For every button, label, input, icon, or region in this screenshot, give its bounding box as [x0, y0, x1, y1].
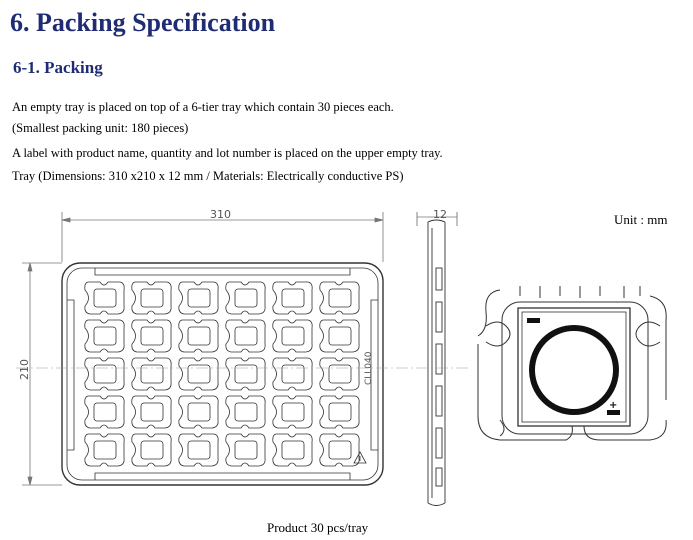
- tray-pocket: [319, 395, 360, 429]
- tray-pocket: [84, 433, 125, 467]
- tray-pocket: [225, 395, 266, 429]
- tray-pocket: [225, 433, 266, 467]
- unit-label: Unit : mm: [614, 212, 668, 227]
- figure-caption: Product 30 pcs/tray: [267, 520, 369, 535]
- tray-pocket-seat: [234, 288, 258, 308]
- tray-pocket: [178, 281, 219, 315]
- tray-pocket: [131, 319, 172, 353]
- tray-pocket: [319, 433, 360, 467]
- tray-pocket-seat: [234, 364, 258, 384]
- minus-pad-icon: [527, 318, 540, 323]
- tray-pocket-seat: [93, 288, 117, 308]
- body-line-1: An empty tray is placed on top of a 6-ti…: [12, 100, 394, 114]
- tray-side-view: [416, 212, 458, 506]
- tray-pocket-seat: [187, 402, 211, 422]
- tray-pocket: [272, 433, 313, 467]
- tray-pocket: [84, 357, 125, 391]
- tray-pocket-seat: [281, 402, 305, 422]
- tray-pocket: [272, 395, 313, 429]
- recycle-icon: [353, 451, 367, 464]
- tray-pocket: [178, 319, 219, 353]
- tray-pocket: [225, 319, 266, 353]
- tray-pocket-seat: [328, 288, 352, 308]
- tray-pocket: [131, 433, 172, 467]
- tray-pocket: [84, 395, 125, 429]
- tray-pocket-seat: [281, 288, 305, 308]
- tray-mark-label: CLL040: [364, 351, 374, 385]
- tray-pocket-seat: [140, 364, 164, 384]
- height-dimension: [22, 262, 62, 486]
- tray-pocket: [272, 357, 313, 391]
- tray-pocket-seat: [281, 364, 305, 384]
- section-subtitle: 6-1. Packing: [13, 58, 103, 77]
- thickness-dim-label: 12: [433, 208, 447, 221]
- width-dim-label: 310: [210, 208, 231, 221]
- tray-pocket-seat: [187, 288, 211, 308]
- tray-pocket: [131, 281, 172, 315]
- tray-pocket: [131, 395, 172, 429]
- tray-pocket-seat: [328, 402, 352, 422]
- tray-pocket: [319, 357, 360, 391]
- tray-pocket: [178, 357, 219, 391]
- tray-pocket-seat: [140, 402, 164, 422]
- tray-outline: [61, 262, 384, 486]
- tray-pocket-seat: [187, 326, 211, 346]
- tray-pocket: [319, 281, 360, 315]
- tray-pocket-seat: [234, 402, 258, 422]
- tray-pocket: [225, 281, 266, 315]
- tray-pocket-seat: [140, 288, 164, 308]
- tray-pocket-seat: [187, 440, 211, 460]
- tray-pocket-seat: [187, 364, 211, 384]
- tray-pocket-seat: [93, 402, 117, 422]
- tray-pocket-seat: [93, 440, 117, 460]
- tray-pocket-seat: [328, 326, 352, 346]
- tray-pocket-seat: [328, 440, 352, 460]
- tray-pocket: [131, 357, 172, 391]
- tray-pocket: [272, 281, 313, 315]
- tray-pocket-seat: [93, 364, 117, 384]
- tray-pocket: [272, 319, 313, 353]
- tray-pocket-grid: [84, 281, 360, 467]
- body-line-4: Tray (Dimensions: 310 x210 x 12 mm / Mat…: [12, 169, 404, 183]
- body-line-2: (Smallest packing unit: 180 pieces): [12, 121, 189, 135]
- tray-pocket-seat: [281, 440, 305, 460]
- tray-pocket: [178, 395, 219, 429]
- tray-pocket-seat: [281, 326, 305, 346]
- tray-pocket: [84, 281, 125, 315]
- pocket-detail-view: [477, 286, 667, 441]
- tray-pocket-seat: [140, 326, 164, 346]
- plus-pad-icon: [607, 410, 620, 415]
- tray-pocket: [178, 433, 219, 467]
- tray-pocket-seat: [328, 364, 352, 384]
- tray-pocket-seat: [234, 326, 258, 346]
- tray-pocket-seat: [234, 440, 258, 460]
- page-title: 6. Packing Specification: [10, 8, 276, 37]
- tray-pocket: [84, 319, 125, 353]
- tray-pocket-seat: [140, 440, 164, 460]
- tray-pocket: [319, 319, 360, 353]
- tray-pocket: [225, 357, 266, 391]
- tray-pocket-seat: [93, 326, 117, 346]
- led-package-detail: +: [527, 318, 620, 415]
- height-dim-label: 210: [18, 359, 31, 380]
- width-dimension: [61, 212, 384, 262]
- body-line-3: A label with product name, quantity and …: [12, 146, 443, 160]
- polarity-plus-label: +: [609, 400, 617, 411]
